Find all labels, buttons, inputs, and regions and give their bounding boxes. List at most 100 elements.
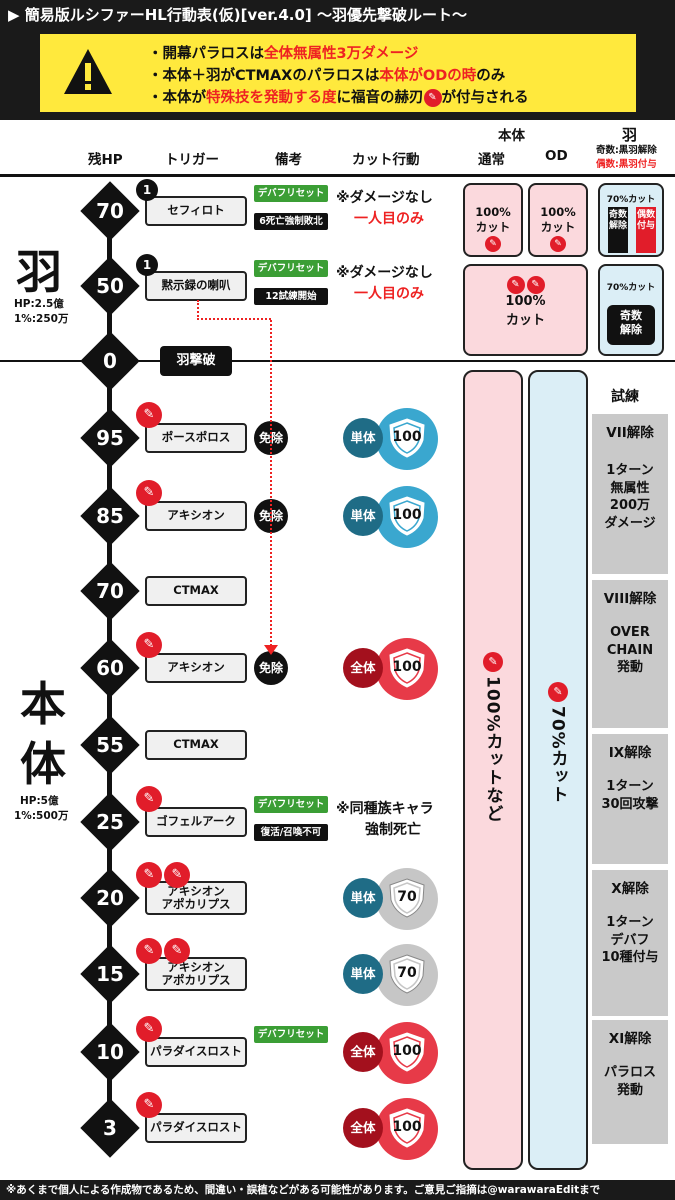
wing-cut-2: ✎ ✎ 100% カット bbox=[463, 264, 588, 356]
wing-cut-odd: 70%カット 奇数解除 bbox=[598, 264, 664, 356]
feather-icon: ✎ bbox=[483, 652, 503, 672]
target-type: 単体 bbox=[343, 496, 383, 536]
feather-icon: ✎ bbox=[136, 786, 162, 812]
wing-sub1: 奇数:黒羽解除 bbox=[596, 145, 657, 156]
feather-icon: ✎ bbox=[164, 862, 190, 888]
trigger-box: CTMAX bbox=[145, 730, 247, 760]
target-type: 単体 bbox=[343, 418, 383, 458]
note-3: ・本体が特殊技を発動する度に福音の赫刃✎が付与される bbox=[148, 89, 529, 107]
feather-icon: ✎ bbox=[550, 236, 566, 252]
feather-icon: ✎ bbox=[136, 938, 162, 964]
shield-icon bbox=[389, 648, 425, 688]
header-cut: カット行動 bbox=[352, 152, 420, 168]
trial-line: 30回攻撃 bbox=[601, 796, 659, 812]
warning-icon bbox=[64, 49, 112, 94]
trigger-box: アキシオン bbox=[145, 501, 247, 531]
arrow-head bbox=[264, 645, 278, 655]
feather-icon: ✎ bbox=[526, 276, 545, 294]
trial-line: OVER bbox=[610, 625, 650, 641]
memo-tag: 6死亡強制敗北 bbox=[254, 213, 328, 230]
feather-icon: ✎ bbox=[548, 682, 568, 702]
hp-value: 25 bbox=[96, 810, 124, 834]
memo-tag: 復活/召喚不可 bbox=[254, 824, 328, 841]
trial-title: VIII解除 bbox=[603, 591, 657, 607]
target-type: 全体 bbox=[343, 1032, 383, 1072]
feather-icon: ✎ bbox=[423, 89, 442, 107]
body-od-cut-column: ✎ 70%カット bbox=[528, 370, 588, 1170]
target-type: 単体 bbox=[343, 878, 383, 918]
shield-icon bbox=[389, 878, 425, 918]
turn-badge: 1 bbox=[136, 179, 158, 201]
shield-icon bbox=[389, 418, 425, 458]
trial-line: 200万 bbox=[609, 498, 651, 514]
trial-line: 発動 bbox=[616, 1082, 643, 1098]
shield-value: 100 bbox=[392, 1043, 422, 1059]
shield-icon bbox=[389, 954, 425, 994]
trial-line: CHAIN bbox=[606, 642, 654, 658]
hp-value: 70 bbox=[96, 199, 124, 223]
note-2: ・本体＋羽がCTMAXのパラロスは本体がODの時のみ bbox=[148, 68, 506, 84]
hp-value: 60 bbox=[96, 656, 124, 680]
wing-section-title: 羽 bbox=[16, 245, 62, 299]
hp-value: 3 bbox=[103, 1116, 117, 1140]
wing-sub2: 偶数:黒羽付与 bbox=[596, 159, 657, 170]
hp-value: 85 bbox=[96, 504, 124, 528]
odd-box: 奇数解除 bbox=[608, 207, 628, 253]
arrow-path-1 bbox=[197, 300, 271, 320]
shield-value: 100 bbox=[392, 659, 422, 675]
wing-hp-per: 1%:250万 bbox=[14, 313, 69, 325]
shield-value: 100 bbox=[392, 507, 422, 523]
trial-line: 1ターン bbox=[606, 779, 654, 795]
trigger-box: パラダイスロスト bbox=[145, 1037, 247, 1067]
page-title: ▶ 簡易版ルシファーHL行動表(仮)[ver.4.0] 〜羽優先撃破ルート〜 bbox=[0, 0, 675, 30]
even-box: 偶数付与 bbox=[636, 207, 656, 253]
hp-value: 0 bbox=[103, 349, 117, 373]
trigger-box: CTMAX bbox=[145, 576, 247, 606]
shield-icon bbox=[389, 1108, 425, 1148]
trial-line: 発動 bbox=[616, 660, 643, 676]
trigger-box: ゴフェルアーク bbox=[145, 807, 247, 837]
header-od: OD bbox=[545, 148, 568, 164]
hp-value: 20 bbox=[96, 886, 124, 910]
trial-line: 1ターン bbox=[606, 915, 654, 931]
header-memo: 備考 bbox=[275, 152, 302, 168]
trial-line: ダメージ bbox=[604, 515, 656, 531]
trigger-box: パラダイスロスト bbox=[145, 1113, 247, 1143]
shield-value: 70 bbox=[397, 965, 417, 981]
hp-value: 50 bbox=[96, 274, 124, 298]
feather-icon: ✎ bbox=[506, 276, 525, 294]
hp-value: 55 bbox=[96, 733, 124, 757]
target-type: 全体 bbox=[343, 648, 383, 688]
wing-od-cut-1: 100% カット ✎ bbox=[528, 183, 588, 257]
hp-value: 10 bbox=[96, 1040, 124, 1064]
cut-note: ※同種族キャラ bbox=[336, 801, 434, 817]
shield-value: 100 bbox=[392, 1119, 422, 1135]
body-hp: HP:5億 bbox=[20, 795, 59, 807]
arrow-path-2 bbox=[270, 320, 272, 650]
trial-line: デバフ bbox=[610, 932, 650, 948]
trigger-box: アキシオン bbox=[145, 653, 247, 683]
wing-cut-odd-even: 70%カット 奇数解除 偶数付与 bbox=[598, 183, 664, 257]
odd-box-2: 奇数解除 bbox=[607, 305, 655, 345]
feather-icon: ✎ bbox=[136, 480, 162, 506]
wing-normal-cut-1: 100% カット ✎ bbox=[463, 183, 523, 257]
cut-note-sub: 一人目のみ bbox=[354, 286, 424, 302]
trigger-box: アキシオンアポカリプス bbox=[145, 881, 247, 915]
trigger-box: アキシオンアポカリプス bbox=[145, 957, 247, 991]
trial-title: X解除 bbox=[611, 881, 649, 897]
hp-value: 70 bbox=[96, 579, 124, 603]
trial-line: 無属性 bbox=[610, 480, 650, 496]
cut-note-sub: 一人目のみ bbox=[354, 211, 424, 227]
body-normal-cut-column: ✎ 100%カットなど bbox=[463, 370, 523, 1170]
debuff-reset-tag: デバフリセット bbox=[254, 260, 328, 277]
trial-box: XI解除 パラロス発動 bbox=[592, 1020, 668, 1144]
feather-icon: ✎ bbox=[485, 236, 501, 252]
feather-icon: ✎ bbox=[136, 632, 162, 658]
shield-value: 100 bbox=[392, 429, 422, 445]
header-hp: 残HP bbox=[88, 152, 123, 168]
feather-icon: ✎ bbox=[136, 402, 162, 428]
debuff-reset-tag: デバフリセット bbox=[254, 1026, 328, 1043]
trial-line: 10種付与 bbox=[601, 950, 659, 966]
body-section-title-2: 体 bbox=[20, 737, 66, 791]
